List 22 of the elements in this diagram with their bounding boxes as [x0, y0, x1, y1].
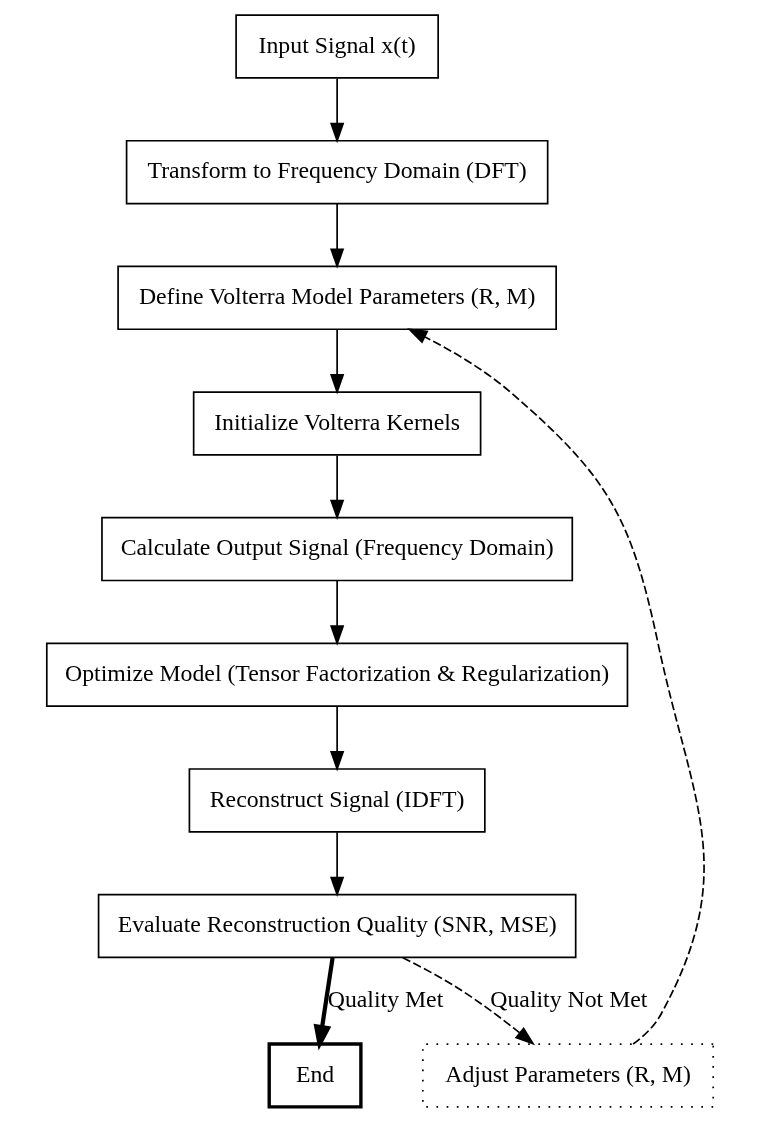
node-box: Optimize Model (Tensor Factorization & Regularization) — [45, 642, 628, 707]
arrow — [329, 454, 344, 521]
node-box: Adjust Parameters (R, M) — [421, 1043, 714, 1108]
arrow — [329, 77, 344, 144]
node-box: Define Volterra Model Parameters (R, M) — [116, 265, 557, 331]
node-box: Input Signal x(t) — [234, 14, 439, 79]
arrow — [329, 705, 344, 772]
arrow — [329, 203, 344, 269]
arrow — [329, 831, 344, 898]
arrow — [401, 956, 535, 1046]
arrow — [329, 328, 344, 395]
arrow — [313, 957, 335, 1051]
edge-label: Quality Not Met — [489, 986, 647, 1013]
node-box: Reconstruct Signal (IDFT) — [188, 768, 486, 833]
node-box: Evaluate Reconstruction Quality (SNR, MSE) — [97, 893, 577, 959]
edge-label: Quality Met — [327, 986, 443, 1013]
node-box: Initialize Volterra Kernels — [192, 391, 481, 456]
node-box: End — [267, 1042, 363, 1109]
arrow — [406, 328, 705, 1045]
arrow — [329, 580, 344, 646]
node-box: Calculate Output Signal (Frequency Domain) — [100, 516, 573, 582]
node-box: Transform to Frequency Domain (DFT) — [125, 139, 548, 205]
